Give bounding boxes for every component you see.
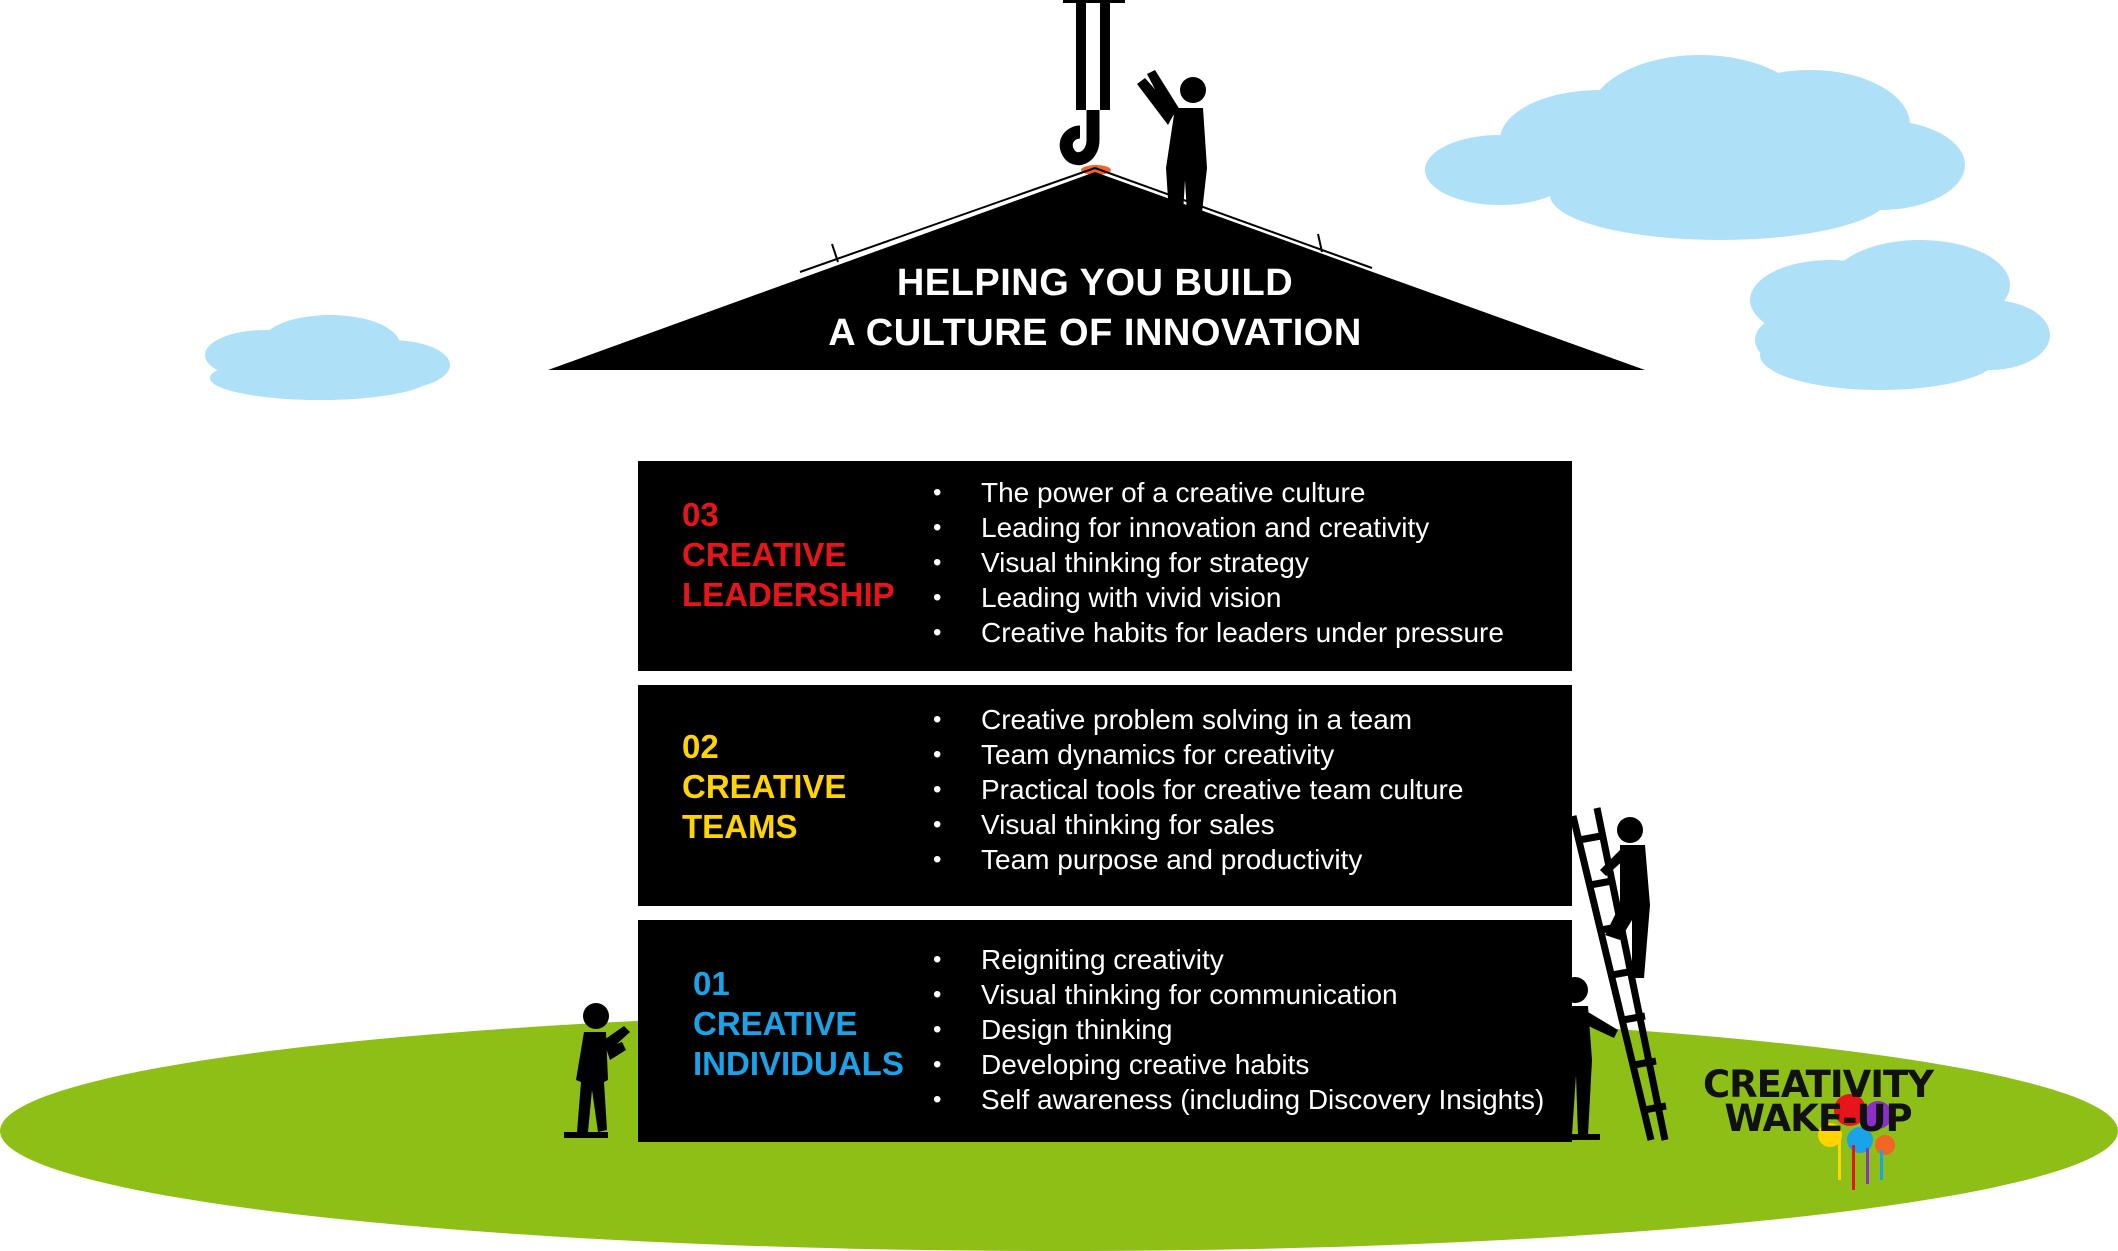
topic-list: The power of a creative culture Leading … <box>933 475 1504 650</box>
roof <box>548 172 1645 370</box>
block-title-line-1: CREATIVE <box>682 536 847 573</box>
list-item: Team purpose and productivity <box>933 842 1463 877</box>
block-heading: 03 CREATIVE LEADERSHIP <box>682 495 895 615</box>
logo-paint-splash <box>1818 1094 1895 1190</box>
block-heading: 01 CREATIVE INDIVIDUALS <box>693 964 904 1084</box>
block-title-line-2: LEADERSHIP <box>682 576 895 613</box>
block-heading: 02 CREATIVE TEAMS <box>682 727 846 847</box>
block-creative-leadership: 03 CREATIVE LEADERSHIP The power of a cr… <box>638 461 1572 671</box>
left-worker-silhouette <box>564 1003 630 1138</box>
list-item: Visual thinking for communication <box>933 977 1544 1012</box>
block-creative-individuals: 01 CREATIVE INDIVIDUALS Reigniting creat… <box>638 920 1572 1142</box>
crane-hook <box>1059 0 1125 175</box>
list-item: Developing creative habits <box>933 1047 1544 1082</box>
block-number: 01 <box>693 965 730 1002</box>
logo-line-1: CREATIVITY <box>1702 1063 1934 1106</box>
list-item: Self awareness (including Discovery Insi… <box>933 1082 1544 1117</box>
list-item: Creative problem solving in a team <box>933 702 1463 737</box>
topic-list: Reigniting creativity Visual thinking fo… <box>933 942 1544 1117</box>
block-title-line-1: CREATIVE <box>693 1005 858 1042</box>
topic-list: Creative problem solving in a team Team … <box>933 702 1463 877</box>
block-title-line-1: CREATIVE <box>682 768 847 805</box>
ladder-worker-silhouette <box>1600 817 1650 978</box>
list-item: Reigniting creativity <box>933 942 1544 977</box>
block-title-line-2: TEAMS <box>682 808 798 845</box>
block-number: 02 <box>682 728 719 765</box>
list-item: Visual thinking for strategy <box>933 545 1504 580</box>
list-item: Practical tools for creative team cultur… <box>933 772 1463 807</box>
cloud-top-right <box>1425 55 1965 240</box>
list-item: Creative habits for leaders under pressu… <box>933 615 1504 650</box>
cloud-right <box>1750 240 2050 390</box>
list-item: Visual thinking for sales <box>933 807 1463 842</box>
block-title-line-2: INDIVIDUALS <box>693 1045 904 1082</box>
list-item: Design thinking <box>933 1012 1544 1047</box>
roof-title-line-1: HELPING YOU BUILD <box>896 262 1294 304</box>
list-item: The power of a creative culture <box>933 475 1504 510</box>
logo-line-2: WAKE-UP <box>1724 1097 1912 1140</box>
cloud-left <box>205 315 450 400</box>
block-creative-teams: 02 CREATIVE TEAMS Creative problem solvi… <box>638 685 1572 906</box>
roof-rafters <box>799 167 1373 273</box>
list-item: Leading for innovation and creativity <box>933 510 1504 545</box>
creativity-wake-up-logo: CREATIVITY WAKE-UP <box>1698 1063 1938 1140</box>
list-item: Leading with vivid vision <box>933 580 1504 615</box>
roof-title: HELPING YOU BUILD A CULTURE OF INNOVATIO… <box>640 258 1550 358</box>
roof-title-line-2: A CULTURE OF INNOVATION <box>828 312 1362 354</box>
block-number: 03 <box>682 496 719 533</box>
roof-worker-silhouette <box>1137 70 1207 230</box>
list-item: Team dynamics for creativity <box>933 737 1463 772</box>
